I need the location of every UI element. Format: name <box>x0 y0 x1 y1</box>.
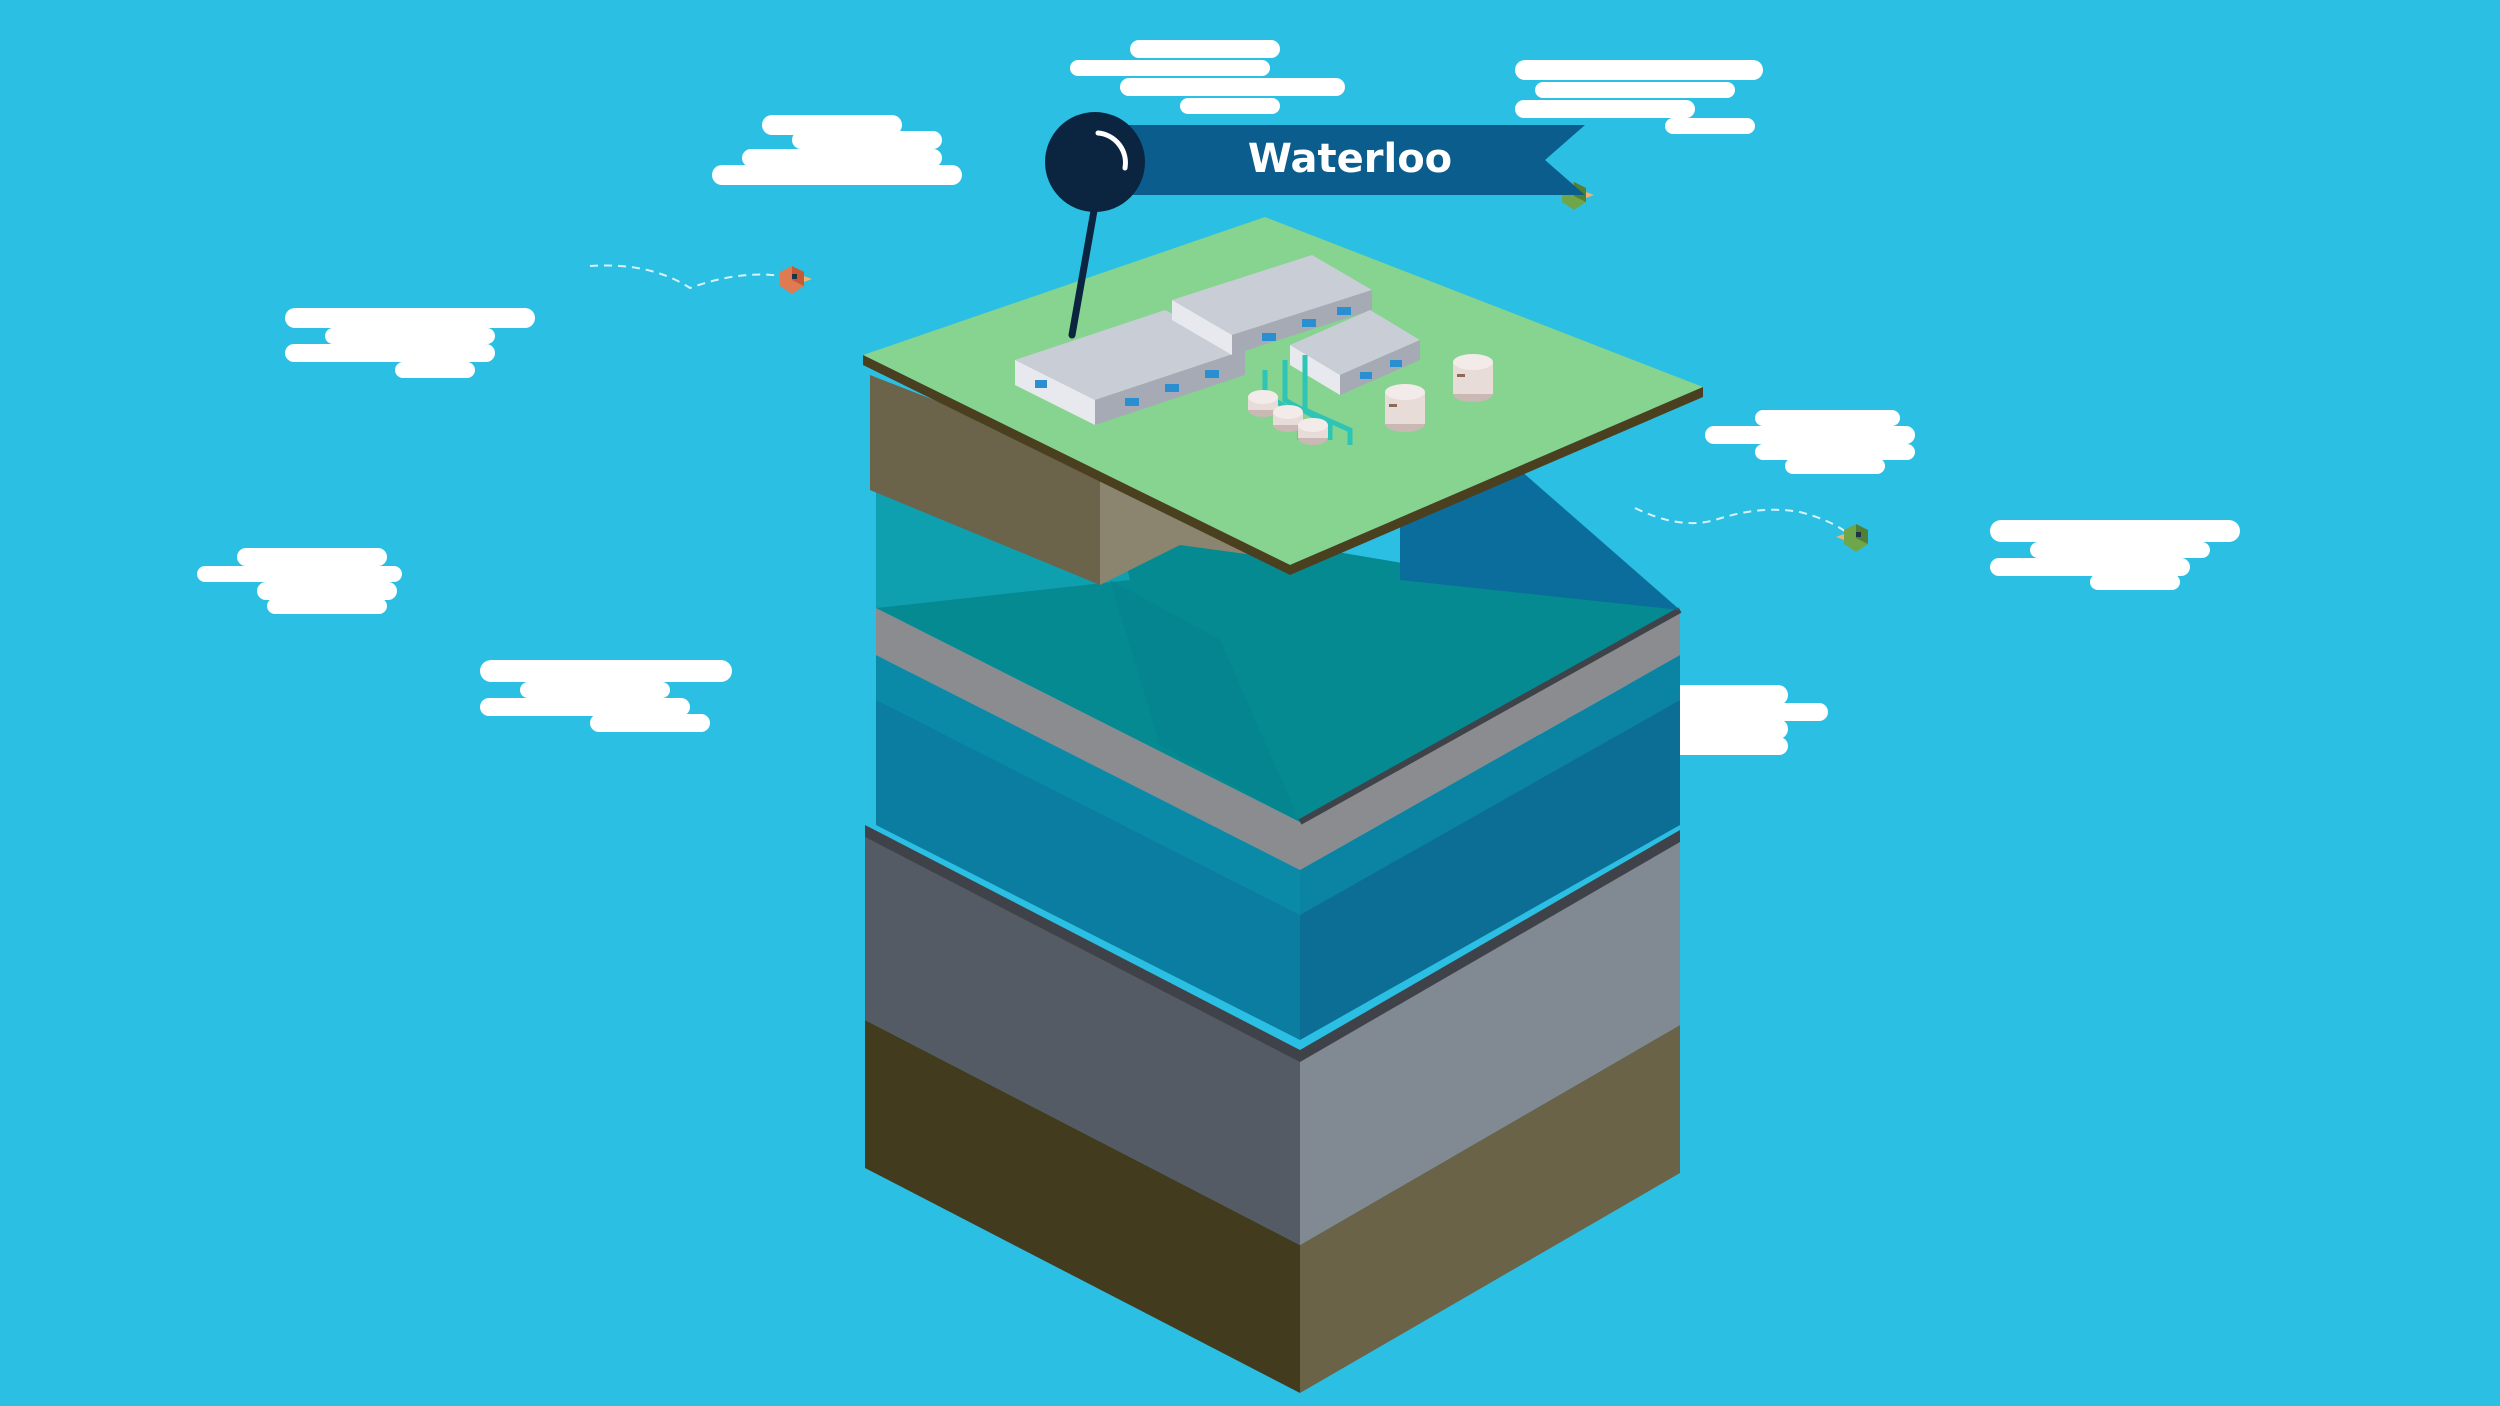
bird-flight-trail <box>589 264 783 290</box>
storage-tank-icon <box>1273 405 1303 432</box>
cloud-icon <box>712 115 962 185</box>
clay-layer-front <box>876 608 1680 870</box>
cloud-icon <box>197 548 402 614</box>
grass-surface-edge <box>863 355 1703 575</box>
storage-tank-icon <box>1385 384 1425 432</box>
bedrock-layer-left-face <box>865 1020 1300 1393</box>
rock-layer-left-face <box>865 830 1300 1245</box>
cloud-icon <box>1705 410 1915 474</box>
location-label: Waterloo <box>1248 136 1452 182</box>
cloud-icon <box>1990 520 2240 590</box>
storage-tank-icon <box>1248 390 1278 417</box>
banner-ribbon <box>1125 125 1585 195</box>
water-treatment-building-icon <box>1172 255 1372 355</box>
bird-icon <box>780 266 812 294</box>
cloud-icon <box>285 308 535 378</box>
bird-icon <box>1836 524 1868 552</box>
cloud-icon <box>480 660 732 732</box>
topsoil-layer-front <box>870 375 1100 585</box>
clay-layer-rim <box>1298 607 1682 825</box>
deep-aquifer-top-glow <box>876 655 1680 915</box>
cloud-icon <box>1515 60 1763 134</box>
storage-tank-icon <box>1453 354 1493 402</box>
rock-layer-right-face <box>1300 835 1680 1245</box>
water-treatment-building-icon <box>1015 310 1245 425</box>
bedrock-layer-right-face <box>1300 1025 1680 1393</box>
upper-aquifer-inner-flow <box>1110 580 1300 822</box>
cloud-icon <box>1070 40 1345 114</box>
bird-flight-trail <box>1634 507 1847 533</box>
map-pin-icon <box>1045 112 1145 339</box>
upper-aquifer-right-face <box>1400 470 1680 610</box>
storage-tank-icon <box>1298 418 1328 445</box>
